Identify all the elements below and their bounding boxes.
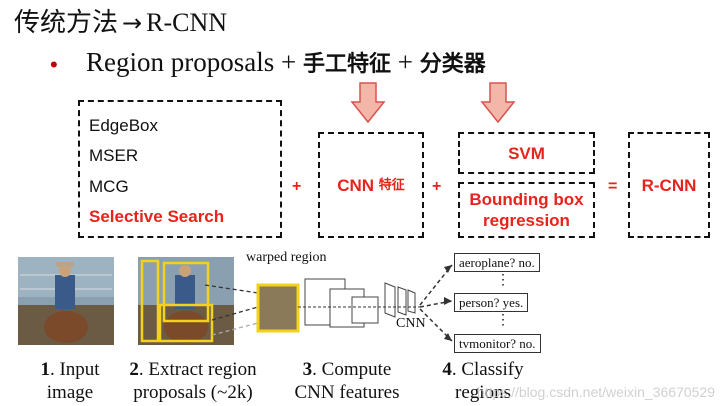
bullet-plus: +	[390, 47, 420, 77]
class-label-aeroplane: aeroplane? no.	[454, 253, 540, 272]
bullet-text-en: Region proposals +	[86, 47, 303, 77]
cnn-box-label: CNN	[337, 175, 375, 195]
title-arrow-icon: →	[122, 9, 143, 37]
warped-region-patch	[256, 283, 300, 333]
bullet-classifier: 分类器	[419, 52, 486, 77]
rcnn-pipeline-figure	[18, 257, 453, 345]
bullet-text: Region proposals + 手工特征 + 分类器	[86, 46, 486, 78]
proposal-item-mcg: MCG	[89, 177, 129, 196]
title-suffix: R-CNN	[146, 8, 228, 37]
svm-label: SVM	[508, 143, 545, 163]
svm-box: SVM	[458, 132, 595, 174]
proposals-image-photo	[138, 257, 234, 345]
equals-operator: =	[608, 178, 618, 195]
title-prefix: 传统方法	[14, 8, 119, 37]
step-caption-1: 1. Input image	[40, 359, 100, 403]
cnn-network-icon	[304, 278, 416, 328]
proposal-item-selective-search: Selective Search	[89, 207, 225, 226]
step-caption-2: 2. Extract region proposals (~2k)	[129, 359, 257, 403]
region-proposal-methods-box: EdgeBox MSER MCG Selective Search	[78, 100, 282, 238]
rcnn-result-box: R-CNN	[628, 132, 710, 238]
watermark: https://blog.csdn.net/weixin_36670529	[476, 384, 715, 400]
class-label-person: person? yes.	[454, 293, 529, 312]
bbox-line1: Bounding box	[469, 190, 584, 209]
plus-operator-2: +	[432, 178, 442, 195]
bullet-hand-features: 手工特征	[302, 52, 391, 77]
class-label-tvmonitor: tvmonitor? no.	[454, 334, 541, 353]
down-arrow-icon-classifier	[480, 82, 516, 124]
down-arrow-icon-features	[350, 82, 386, 124]
step-caption-3: 3. Compute CNN features	[294, 359, 400, 403]
ellipsis-dots-2: ⋮	[496, 313, 510, 328]
proposal-item-mser: MSER	[89, 146, 139, 165]
input-image-photo	[18, 257, 114, 345]
bbox-regression-box: Bounding box regression	[458, 182, 595, 238]
warped-region-label: warped region	[246, 250, 327, 265]
proposal-item-edgebox: EdgeBox	[89, 116, 158, 135]
bbox-line2: regression	[483, 211, 570, 230]
plus-operator-1: +	[292, 178, 302, 195]
rcnn-result-label: R-CNN	[641, 175, 697, 195]
step-caption-4: 4. Classify regions	[442, 359, 524, 403]
cnn-box-cn: 特征	[378, 177, 405, 193]
cnn-small-label: CNN	[396, 316, 426, 331]
slide-title: 传统方法→R-CNN	[14, 2, 227, 39]
bullet-dot: •	[50, 52, 58, 77]
cnn-features-box: CNN 特征	[318, 132, 424, 238]
ellipsis-dots-1: ⋮	[496, 273, 510, 288]
